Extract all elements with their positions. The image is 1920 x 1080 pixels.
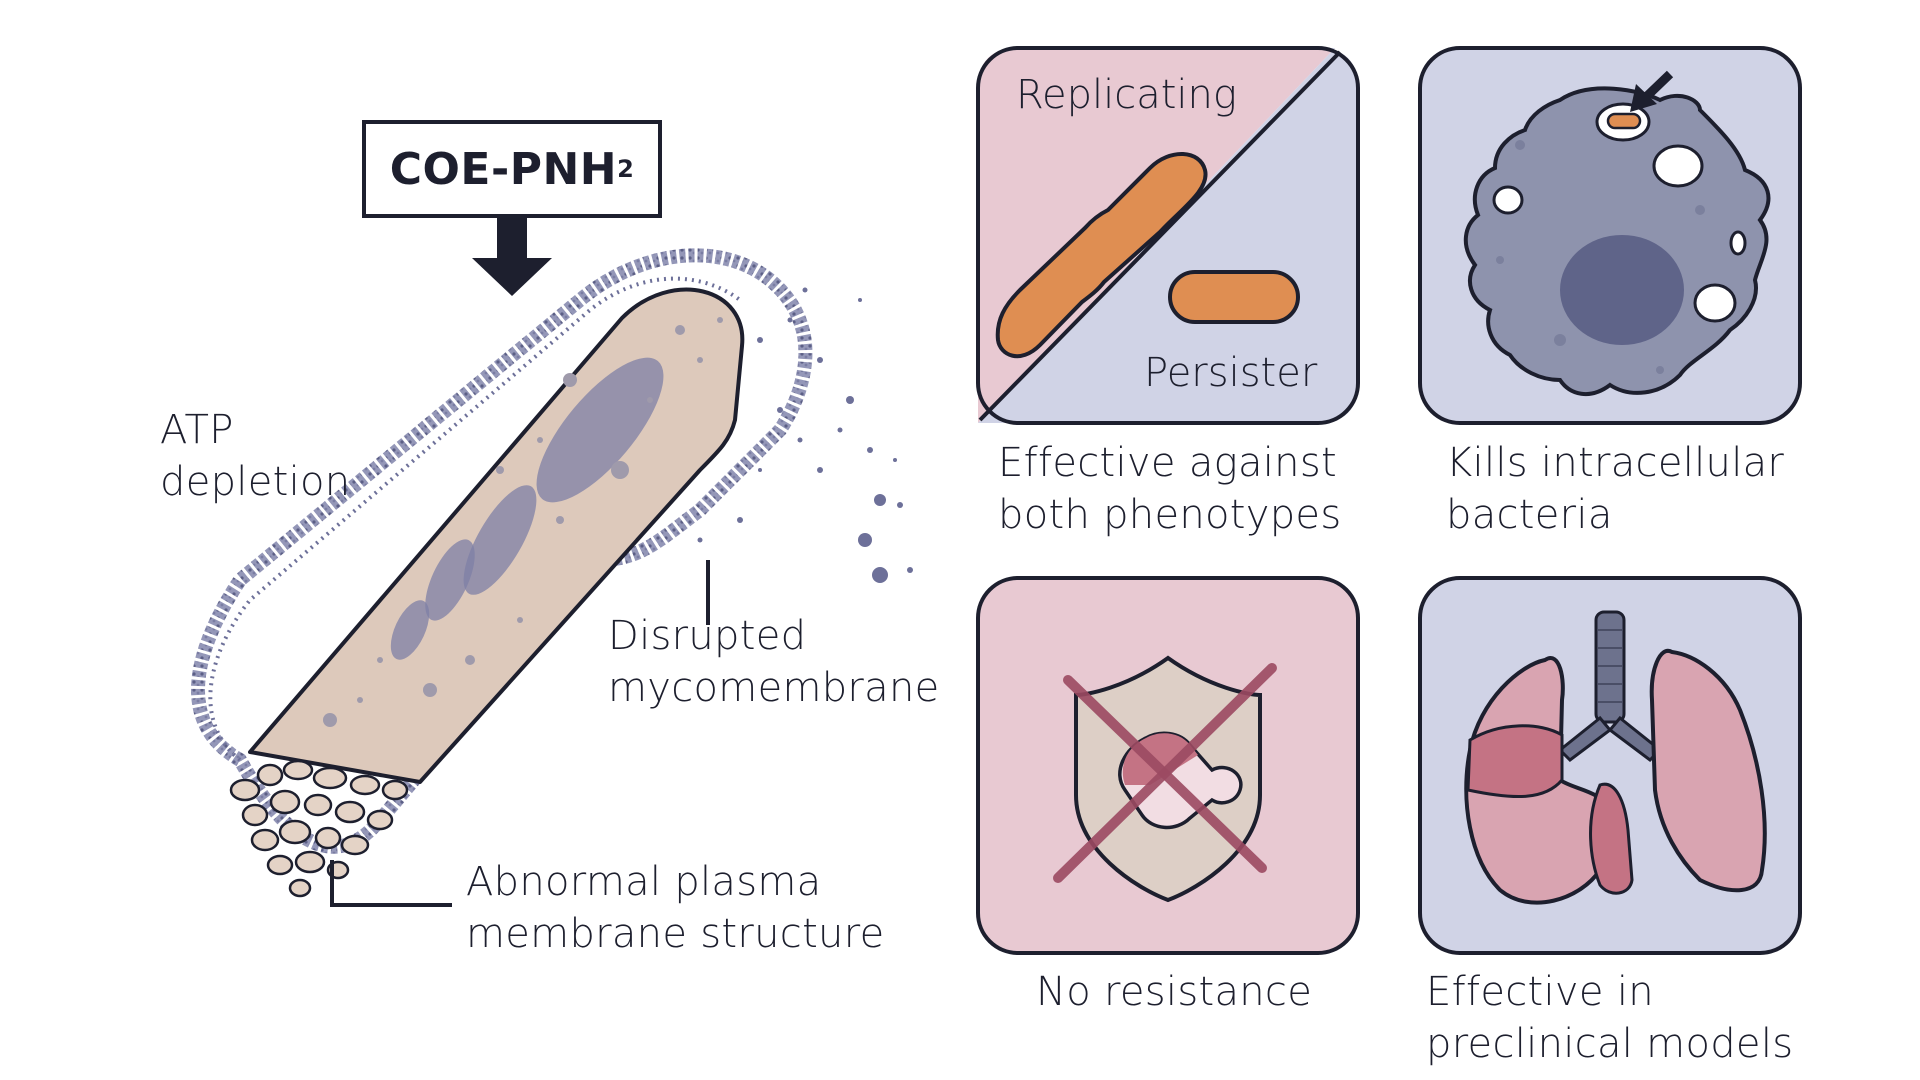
replicating-label: Replicating [1016, 72, 1237, 118]
pointer-arrow [1630, 70, 1674, 112]
mycomembrane-label-line1: Disrupted [608, 613, 807, 659]
debris-dots [697, 287, 913, 583]
caption-preclinical-line2: preclinical models [1426, 1021, 1794, 1067]
cross-mark [1053, 663, 1277, 883]
caption-resistance: No resistance [1036, 966, 1312, 1018]
plasma-membrane-label: Abnormal plasma membrane structure [466, 856, 885, 960]
caption-intracellular-line1: Kills intracellular [1446, 440, 1785, 486]
tile-phenotypes [976, 46, 1360, 425]
caption-resistance-line1: No resistance [1036, 969, 1313, 1015]
persister-label: Persister [1144, 350, 1318, 396]
vesicle-cluster [229, 759, 409, 898]
drug-arrow [472, 218, 552, 296]
bacterium-body [248, 287, 745, 784]
atp-label: ATP depletion [160, 404, 350, 508]
tile-preclinical [1418, 576, 1802, 955]
trachea [1557, 610, 1663, 762]
caption-phenotypes: Effective against both phenotypes [998, 437, 1341, 541]
tile-intracellular [1418, 46, 1802, 425]
drug-subscript: 2 [617, 155, 635, 183]
caption-preclinical: Effective in preclinical models [1426, 966, 1793, 1070]
mycomembrane-label-line2: mycomembrane [608, 665, 940, 711]
caption-phenotypes-line1: Effective against [998, 440, 1337, 486]
mycomembrane-label: Disrupted mycomembrane [608, 610, 940, 714]
drug-name: COE-PNH [389, 143, 618, 195]
caption-intracellular-line2: bacteria [1446, 492, 1613, 538]
atp-label-line2: depletion [160, 459, 351, 505]
plasma-label-line1: Abnormal plasma [466, 859, 822, 905]
caption-phenotypes-line2: both phenotypes [998, 492, 1342, 538]
caption-intracellular: Kills intracellular bacteria [1446, 437, 1784, 541]
atp-label-line1: ATP [160, 407, 234, 453]
caption-preclinical-line1: Effective in [1426, 969, 1654, 1015]
plasma-label-line2: membrane structure [466, 911, 885, 957]
leader-lines [330, 560, 710, 907]
tile-resistance [976, 576, 1360, 955]
